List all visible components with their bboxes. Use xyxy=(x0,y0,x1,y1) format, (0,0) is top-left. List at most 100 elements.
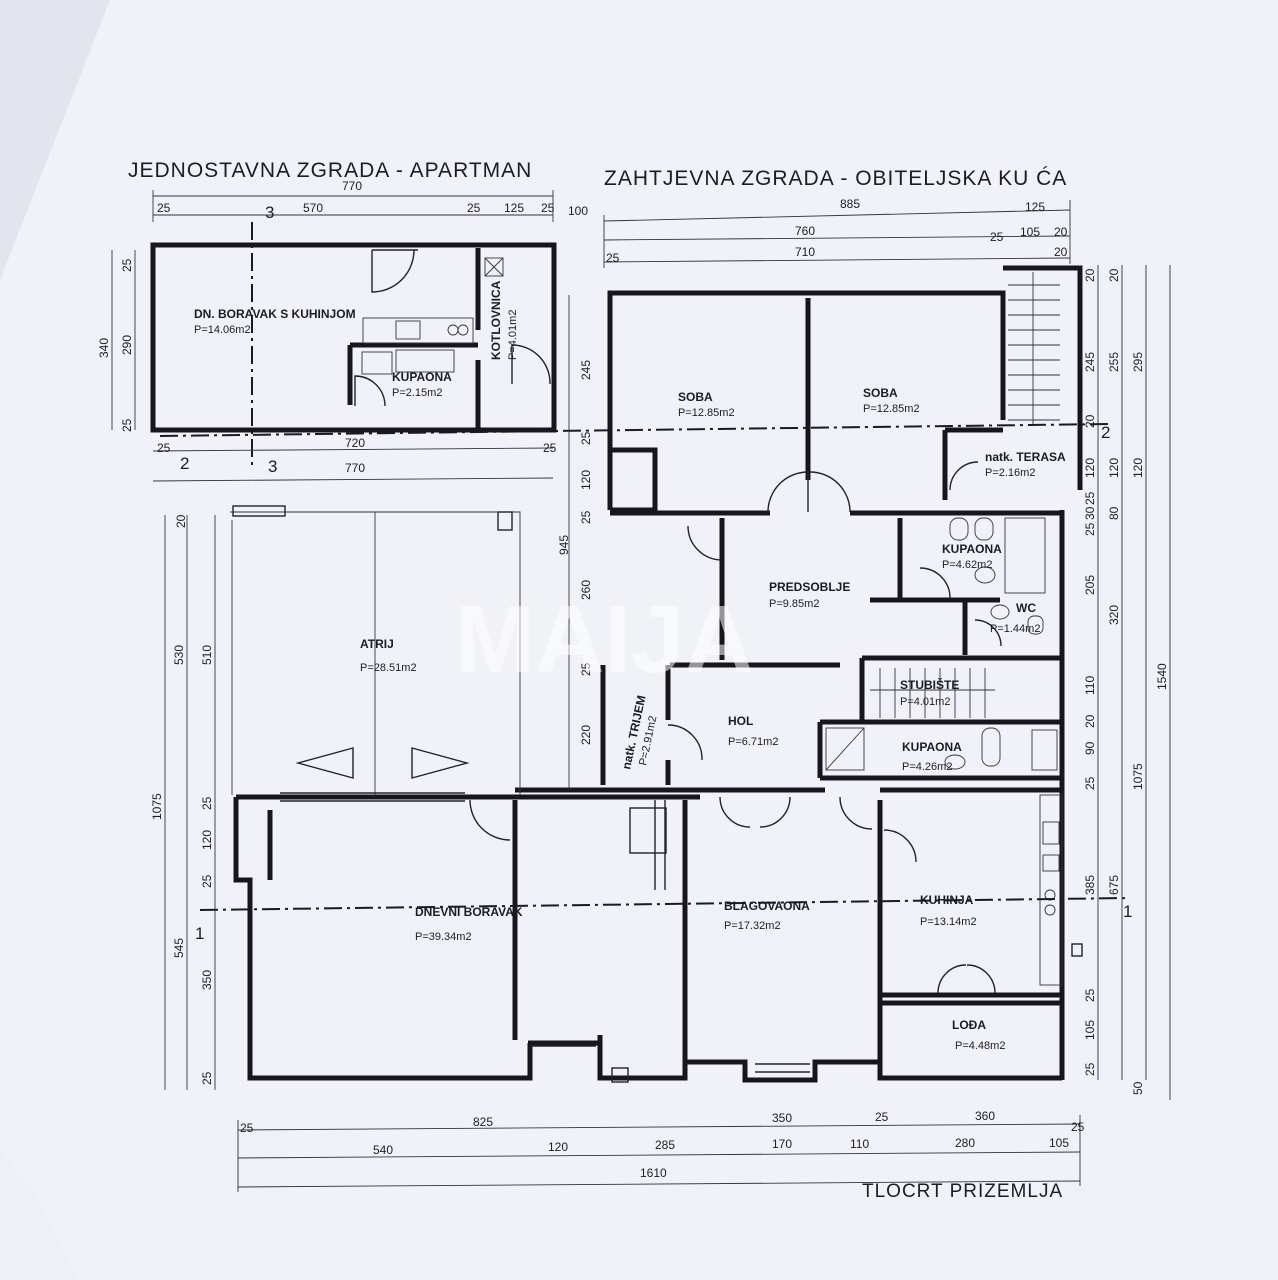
dim-bottom-c: 350 xyxy=(772,1111,792,1125)
dim-right-i: 120 xyxy=(1131,458,1145,478)
dim-right-o: 320 xyxy=(1107,605,1121,625)
dim-bottom-d: 25 xyxy=(875,1110,889,1124)
room-kuhinja-area: P=13.14m2 xyxy=(920,916,977,928)
dim-bottom-g: 120 xyxy=(548,1140,568,1154)
room-soba-1-name: SOBA xyxy=(678,390,713,404)
dim-bottom-n: 1610 xyxy=(640,1166,667,1180)
dim-apt-d3: 25 xyxy=(467,201,481,215)
dim-right-y: 105 xyxy=(1083,1020,1097,1040)
section-mark-1-right: 1 xyxy=(1123,902,1132,921)
dim-right-z: 25 xyxy=(1083,1062,1097,1076)
dim-bottom-f: 540 xyxy=(373,1143,393,1157)
dim-right-j: 25 xyxy=(1083,491,1097,505)
section-cut-lines: 3 3 2 2 1 1 xyxy=(159,203,1132,943)
dim-right-a: 20 xyxy=(1083,268,1097,282)
room-kotlovnica-name: KOTLOVNICA xyxy=(489,280,503,360)
dim-apt-d2: 570 xyxy=(303,201,323,215)
dim-left-e: 25 xyxy=(200,796,214,810)
dim-right-l: 25 xyxy=(1083,522,1097,536)
dim-bottom-b: 825 xyxy=(473,1115,493,1129)
dim-bottom-j: 110 xyxy=(850,1137,869,1151)
room-predsoblje-area: P=9.85m2 xyxy=(769,598,819,610)
room-atrij-name: ATRIJ xyxy=(360,637,394,651)
section-mark-1-left: 1 xyxy=(195,924,204,943)
dim-mid-a: 245 xyxy=(579,360,593,380)
dim-mid-g: 25 xyxy=(579,662,593,676)
dim-right-r: 20 xyxy=(1083,714,1097,728)
dim-right-e: 295 xyxy=(1131,352,1145,372)
room-predsoblje-name: PREDSOBLJE xyxy=(769,580,850,594)
dim-right-f: 20 xyxy=(1083,414,1097,428)
dim-right-c: 245 xyxy=(1083,352,1097,372)
dim-left-g: 25 xyxy=(200,874,214,888)
dim-apt-bottom-a: 25 xyxy=(157,441,171,455)
room-soba-2-area: P=12.85m2 xyxy=(863,403,920,415)
dim-apt-bottom-b: 720 xyxy=(345,436,365,450)
room-soba-1-area: P=12.85m2 xyxy=(678,407,735,419)
dim-left-d: 1075 xyxy=(150,793,164,820)
dim-apt-overall: 770 xyxy=(342,179,362,193)
watermark: MAIJA xyxy=(455,586,754,693)
dim-apt-left-d: 25 xyxy=(120,418,134,432)
room-kupaona-2-area: P=4.26m2 xyxy=(902,761,952,773)
room-soba-2-name: SOBA xyxy=(863,386,898,400)
dim-bottom-a: 25 xyxy=(240,1121,254,1135)
room-kupaona-2-name: KUPAONA xyxy=(902,740,962,754)
dim-left-h: 545 xyxy=(172,938,186,958)
paper-shadow xyxy=(0,0,110,280)
room-stubiste-name: STUBIŠTE xyxy=(900,677,959,692)
dim-house-d20b: 20 xyxy=(1054,245,1068,259)
room-hol-area: P=6.71m2 xyxy=(728,736,778,748)
dim-mid-c: 120 xyxy=(579,470,593,490)
house-walls xyxy=(230,265,1083,1083)
dimension-lines xyxy=(111,190,1171,1192)
room-blagovaona-area: P=17.32m2 xyxy=(724,920,781,932)
dim-mid-f: 260 xyxy=(579,580,593,600)
room-kupaona-apt-area: P=2.15m2 xyxy=(392,387,442,399)
room-hol-name: HOL xyxy=(728,714,753,728)
dim-bottom-m: 25 xyxy=(1071,1120,1085,1134)
room-kupaona-1-area: P=4.62m2 xyxy=(942,559,992,571)
dim-apt-bottom-c: 25 xyxy=(543,441,557,455)
dim-right-w: 675 xyxy=(1107,875,1121,895)
dim-bottom-h: 285 xyxy=(655,1138,675,1152)
dim-bottom-l: 105 xyxy=(1049,1136,1069,1150)
dim-right-h: 120 xyxy=(1107,458,1121,478)
room-dnevni-boravak-area: P=39.34m2 xyxy=(415,931,472,943)
dim-house-d25a: 25 xyxy=(990,230,1004,244)
room-atrij-area: P=28.51m2 xyxy=(360,662,417,674)
dim-right-x: 25 xyxy=(1083,988,1097,1002)
dim-right-q: 110 xyxy=(1083,676,1097,695)
dim-mid-h: 220 xyxy=(579,725,593,745)
dim-apt-bottom-d: 770 xyxy=(345,461,365,475)
dim-right-t: 25 xyxy=(1083,776,1097,790)
dim-left-c: 510 xyxy=(200,645,214,665)
dim-apt-left-c: 25 xyxy=(120,258,134,272)
room-blagovaona-name: BLAGOVAONA xyxy=(724,899,810,913)
room-dn-boravak-name: DN. BORAVAK S KUHINJOM xyxy=(194,307,356,321)
dim-mid-b: 25 xyxy=(579,431,593,445)
dim-house-d105: 105 xyxy=(1020,225,1040,239)
dim-apt-d5: 25 xyxy=(541,201,555,215)
room-dn-boravak-area: P=14.06m2 xyxy=(194,324,251,336)
dim-left-i: 350 xyxy=(200,970,214,990)
dim-house-d760: 760 xyxy=(795,224,815,238)
room-dnevni-boravak-name: DNEVNI BORAVAK xyxy=(415,905,523,919)
dim-mid-e: 945 xyxy=(557,535,571,555)
dim-house-d125: 125 xyxy=(1025,200,1045,214)
room-terasa-area: P=2.16m2 xyxy=(985,467,1035,479)
section-mark-3-bottom: 3 xyxy=(268,457,277,476)
title-ground-floor: TLOCRT PRIZEMLJA xyxy=(862,1181,1063,1202)
dim-right-s: 90 xyxy=(1083,741,1097,755)
dim-apt-d1: 25 xyxy=(157,201,171,215)
apartment-walls xyxy=(150,242,557,433)
dimension-labels: 770 25 570 25 125 25 100 885 125 760 25 … xyxy=(97,179,1169,1180)
room-loda-name: LOĐA xyxy=(952,1018,986,1032)
room-wc-name: WC xyxy=(1016,601,1036,615)
section-mark-3-top: 3 xyxy=(265,203,274,222)
section-mark-2-right: 2 xyxy=(1101,423,1110,442)
room-kupaona-1-name: KUPAONA xyxy=(942,542,1002,556)
dim-apt-left-a: 340 xyxy=(97,338,111,358)
